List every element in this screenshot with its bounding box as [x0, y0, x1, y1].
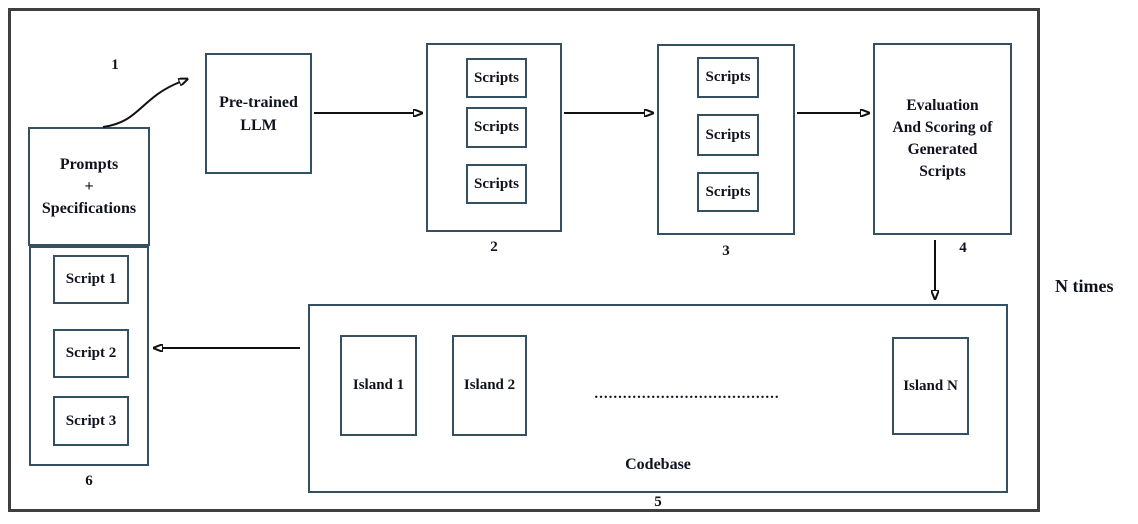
step-label-2: 2 [490, 239, 498, 255]
step-label-4: 4 [959, 240, 967, 256]
island-2-box: Island 2 [452, 335, 527, 436]
llm-line-1: Pre-trained [219, 93, 298, 111]
island-1-box: Island 1 [340, 335, 417, 436]
n-times-annotation: N times [1055, 276, 1114, 296]
step-label-5: 5 [654, 494, 662, 510]
prompts-specifications-box: Prompts + Specifications [28, 127, 150, 246]
generated-scripts-label-3: Scripts [474, 175, 519, 192]
evaluation-line-1: Evaluation [906, 97, 979, 114]
evaluation-line-3: Generated [907, 141, 978, 158]
scored-scripts-label-1: Scripts [705, 69, 751, 85]
script-1-box: Script 1 [53, 255, 129, 304]
script-3-label: Script 3 [65, 412, 117, 429]
step-label-1: 1 [111, 57, 119, 73]
step-label-6: 6 [85, 473, 93, 489]
script-2-box: Script 2 [53, 329, 129, 378]
plus-line: + [84, 177, 94, 195]
evaluation-line-4: Scripts [919, 163, 966, 180]
prompts-line: Prompts [59, 155, 119, 173]
scored-scripts-label-3: Scripts [705, 183, 751, 200]
specifications-line: Specifications [41, 199, 137, 217]
script-1-label: Script 1 [65, 271, 117, 287]
generated-scripts-box-3: Scripts [466, 164, 527, 204]
island-n-label: Island N [903, 377, 958, 394]
codebase-container: Island 1 Island 2 ......................… [308, 304, 1008, 493]
llm-line-2: LLM [240, 116, 277, 134]
script-3-box: Script 3 [53, 396, 129, 446]
scored-scripts-container: Scripts Scripts Scripts [657, 44, 795, 235]
scored-scripts-box-3: Scripts [697, 172, 759, 212]
island-n-box: Island N [892, 337, 969, 435]
generated-scripts-box-2: Scripts [466, 107, 527, 148]
evaluation-box: Evaluation And Scoring of Generated Scri… [873, 43, 1012, 235]
island-2-label: Island 2 [463, 377, 516, 393]
generated-scripts-container: Scripts Scripts Scripts [426, 43, 562, 232]
generated-scripts-label-2: Scripts [474, 119, 519, 135]
scored-scripts-box-1: Scripts [697, 57, 759, 98]
scored-scripts-label-2: Scripts [705, 126, 751, 143]
step-label-3: 3 [722, 243, 730, 259]
pretrained-llm-box: Pre-trained LLM [205, 53, 312, 174]
evaluation-line-2: And Scoring of [892, 119, 993, 136]
codebase-title: Codebase [625, 456, 691, 473]
island-1-label: Island 1 [352, 377, 405, 393]
scored-scripts-box-2: Scripts [697, 114, 759, 156]
island-ellipsis: ....................................... [594, 386, 780, 402]
generated-scripts-box-1: Scripts [466, 58, 527, 98]
script-2-label: Script 2 [65, 345, 117, 361]
prompt-scripts-container: Script 1 Script 2 Script 3 [29, 246, 149, 466]
generated-scripts-label-1: Scripts [474, 69, 519, 86]
